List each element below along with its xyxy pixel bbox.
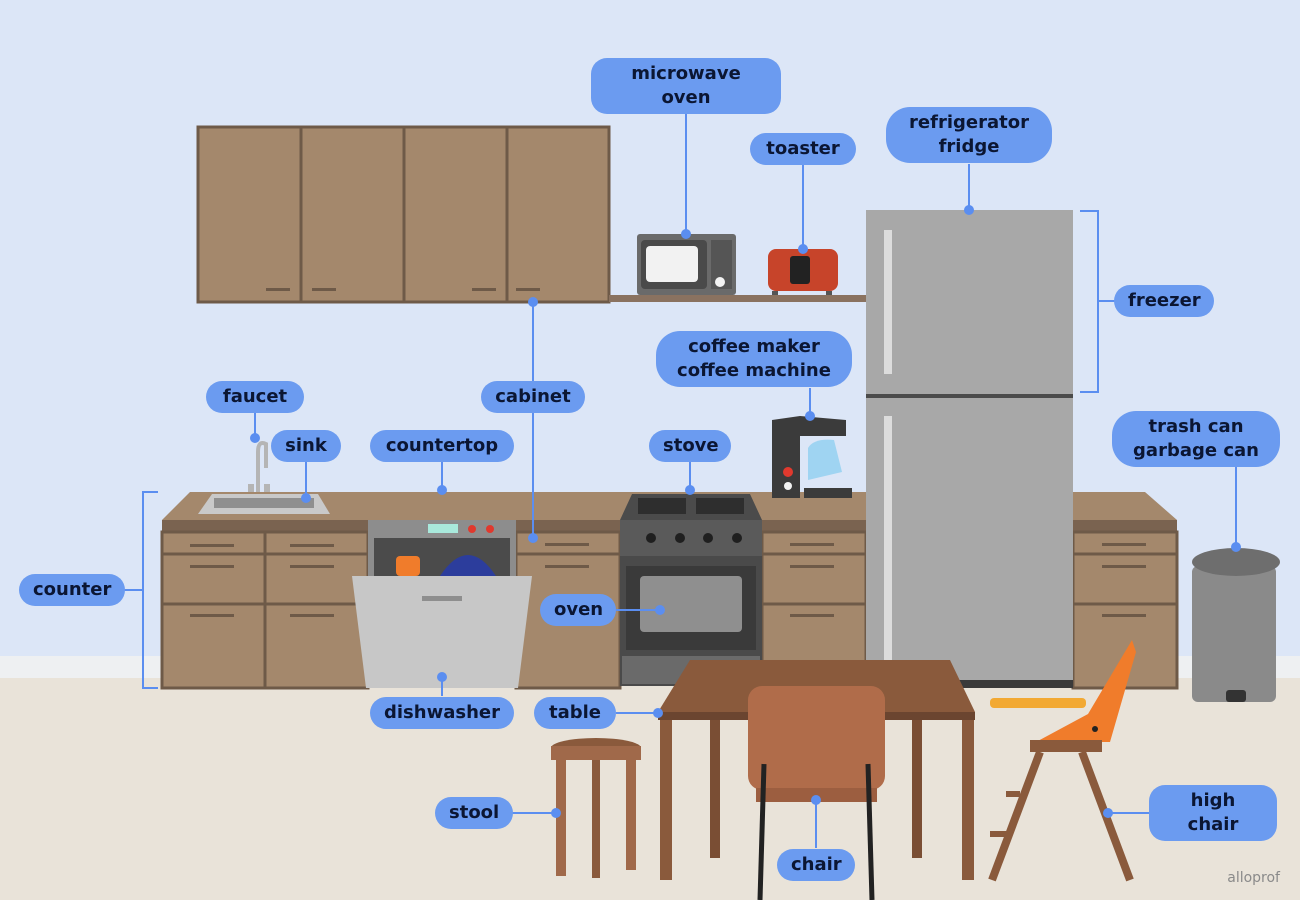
label-stove: stove [649, 430, 731, 462]
shelf [609, 295, 867, 302]
stool [551, 738, 641, 878]
label-counter: counter [19, 574, 125, 606]
label-oven: oven [540, 594, 616, 626]
stove [620, 494, 762, 686]
label-countertop: countertop [370, 430, 514, 462]
label-chair: chair [777, 849, 855, 881]
label-faucet: faucet [206, 381, 304, 413]
dishwasher [352, 520, 532, 688]
label-microwave-oven: microwave oven [591, 58, 781, 114]
label-freezer: freezer [1114, 285, 1214, 317]
microwave-oven [637, 234, 736, 295]
trash-can [1192, 548, 1280, 702]
coffee-maker [772, 416, 852, 498]
label-refrigerator: refrigerator fridge [886, 107, 1052, 163]
label-cabinet: cabinet [481, 381, 585, 413]
alloprof-logo: alloprof [1227, 870, 1280, 886]
sink [198, 494, 330, 514]
toaster [768, 249, 838, 295]
leader-lines [124, 100, 1241, 848]
high-chair [988, 640, 1136, 882]
chair [748, 686, 885, 900]
label-table: table [534, 697, 616, 729]
refrigerator [866, 210, 1073, 688]
faucet [248, 441, 270, 492]
label-coffee-maker: coffee maker coffee machine [656, 331, 852, 387]
label-dishwasher: dishwasher [370, 697, 514, 729]
label-high-chair: high chair [1149, 785, 1277, 841]
label-sink: sink [271, 430, 341, 462]
floor [0, 678, 1300, 900]
label-stool: stool [435, 797, 513, 829]
upper-cabinets [196, 125, 611, 304]
label-trash-can: trash can garbage can [1112, 411, 1280, 467]
label-toaster: toaster [750, 133, 856, 165]
